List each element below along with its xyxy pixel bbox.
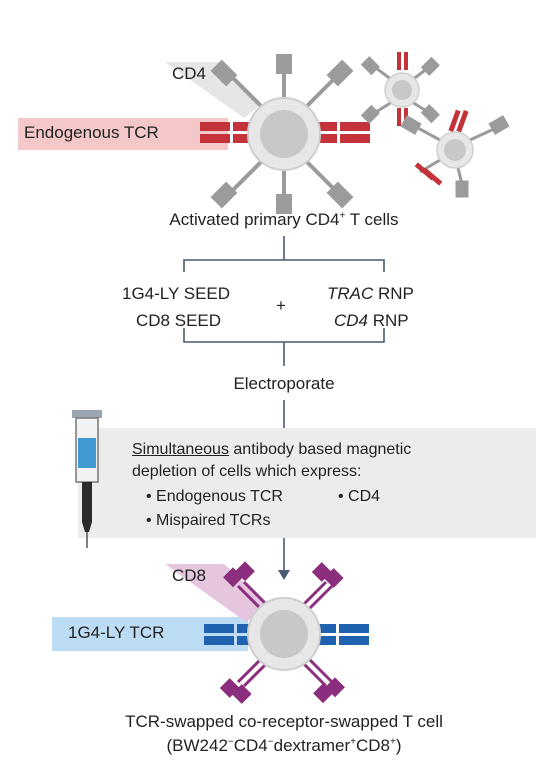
- flow-arrow: [278, 538, 290, 580]
- close-paren: ): [395, 736, 402, 755]
- dextramer-sup: +: [350, 736, 356, 748]
- bottom-cell-nucleus: [260, 610, 308, 658]
- tcr-blue-label: 1G4-LY TCR: [68, 623, 165, 642]
- depletion-panel: [78, 428, 536, 538]
- endogenous-tcr-band: [18, 118, 228, 150]
- bw242-sup: −: [227, 736, 234, 748]
- reagent-right-line2: CD4 RNP: [334, 311, 409, 331]
- reagent-plus: +: [276, 296, 286, 315]
- reagent-left-line1: 1G4-LY SEED: [122, 284, 231, 303]
- bottom-cell: [204, 561, 369, 704]
- dextramer-text: dextramer: [273, 736, 351, 755]
- top-caption-main: Activated primary CD4: [169, 210, 340, 229]
- cd8-sup: +: [390, 736, 396, 748]
- reagent-left-line2: CD8 SEED: [136, 311, 222, 330]
- bottom-caption-line1: TCR-swapped co-receptor-swapped T cell: [125, 712, 443, 731]
- depletion-line1: Simultaneous antibody based magnetic: [132, 441, 411, 459]
- bullet-cd4: • CD4: [338, 488, 381, 505]
- rnp-1: RNP: [373, 284, 414, 303]
- top-caption-sup: +: [339, 210, 346, 222]
- bullet-mispaired-tcrs: • Mispaired TCRs: [146, 512, 271, 529]
- cd8-band: [165, 564, 270, 622]
- rnp-2: RNP: [368, 311, 409, 330]
- bw242-text: (BW242: [166, 736, 228, 755]
- top-cell-nucleus: [260, 110, 308, 158]
- cd8-molecules: [219, 561, 345, 704]
- depletion-line1-rest: antibody based magnetic: [228, 441, 412, 458]
- endogenous-tcrs: [200, 122, 370, 143]
- cd4-label: CD4: [172, 64, 207, 83]
- top-caption-tail: T cells: [345, 210, 399, 229]
- top-main-cell: [200, 54, 370, 214]
- top-caption: Activated primary CD4+ T cells: [169, 210, 398, 230]
- tcr-blue-band: [52, 617, 248, 651]
- depletion-line2: depletion of cells which express:: [132, 463, 362, 480]
- endogenous-tcr-label: Endogenous TCR: [24, 123, 159, 142]
- syringe-icon: [72, 410, 102, 548]
- small-cell-2: [400, 109, 510, 198]
- trac-gene: TRAC: [327, 284, 374, 303]
- bullet-endogenous-tcr: • Endogenous TCR: [146, 488, 283, 505]
- bottom-caption-line2: (BW242−CD4−dextramer+CD8+): [166, 736, 401, 756]
- cd4-band: [165, 62, 262, 118]
- reagent-right-line1: TRAC RNP: [327, 284, 414, 304]
- electroporate-step: Electroporate: [233, 374, 335, 393]
- cd4-text: CD4: [233, 736, 268, 755]
- reagent-brackets: [183, 236, 385, 428]
- tcr-blue-molecules: [204, 624, 369, 645]
- small-cell-1: [360, 52, 440, 126]
- cd8-label: CD8: [172, 566, 207, 585]
- simultaneous-text: Simultaneous: [132, 441, 229, 458]
- cd4-molecules: [210, 54, 354, 214]
- cd8-text: CD8: [355, 736, 390, 755]
- cd4-sup: −: [267, 736, 274, 748]
- cd4-gene: CD4: [334, 311, 369, 330]
